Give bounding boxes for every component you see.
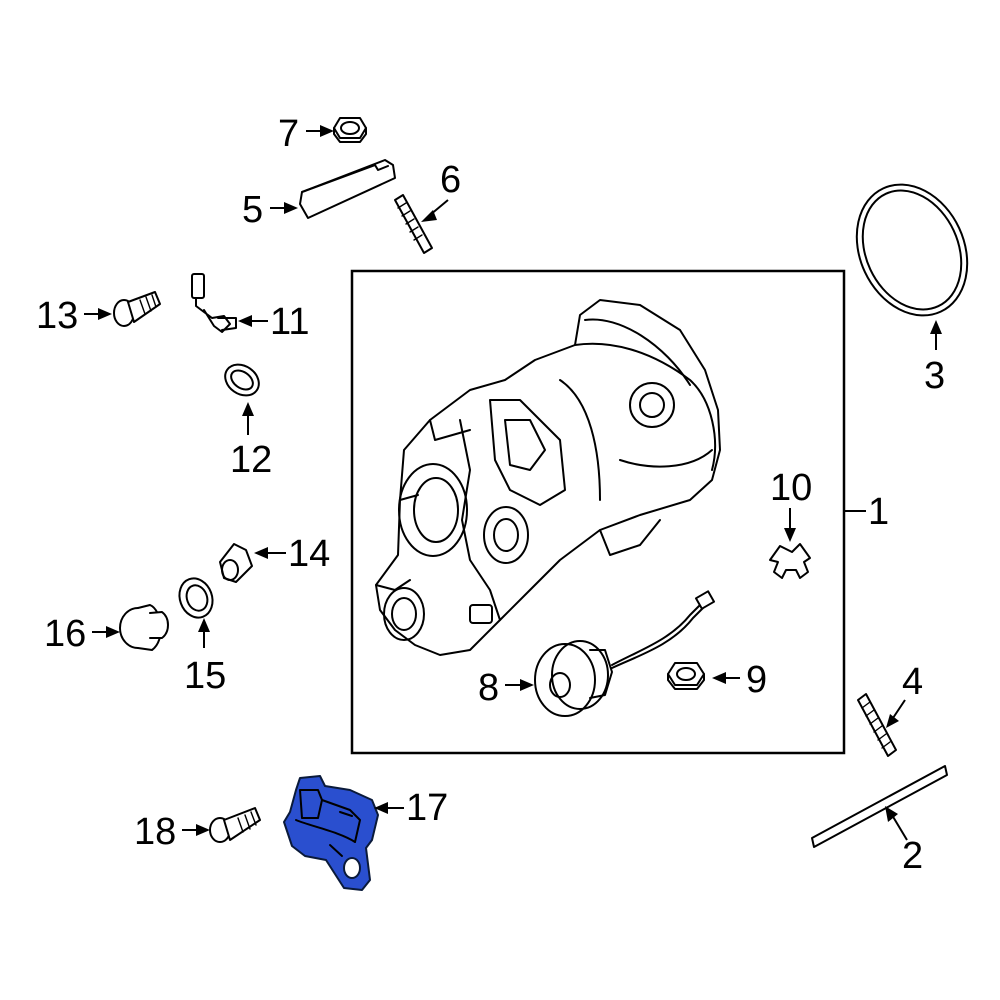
callout-1: 1 xyxy=(868,491,889,533)
part-17-highlighted[interactable] xyxy=(283,775,379,891)
part-9-nut[interactable] xyxy=(667,662,705,690)
part-4-stud[interactable] xyxy=(857,693,897,757)
callout-18: 18 xyxy=(134,811,176,853)
arrowhead-5 xyxy=(284,202,298,214)
arrowhead-11 xyxy=(238,315,252,327)
callout-7: 7 xyxy=(278,113,299,155)
callout-13: 13 xyxy=(36,295,78,337)
arrowhead-6 xyxy=(421,210,437,222)
callout-4: 4 xyxy=(902,661,923,703)
part-12-washer[interactable] xyxy=(219,358,265,402)
arrowhead-10 xyxy=(784,528,796,542)
part-10-clip[interactable] xyxy=(769,543,811,579)
callout-9: 9 xyxy=(746,659,767,701)
part-13-bolt[interactable] xyxy=(113,291,161,327)
arrowhead-17 xyxy=(374,802,388,814)
part-14-fitting[interactable] xyxy=(219,543,253,583)
arrowhead-7 xyxy=(320,125,334,137)
arrowhead-14 xyxy=(254,547,268,559)
arrowhead-12 xyxy=(242,402,254,416)
arrowhead-9 xyxy=(712,672,726,684)
part-6-stud[interactable] xyxy=(394,194,433,254)
part-11-sensor[interactable] xyxy=(191,273,237,333)
arrowhead-2 xyxy=(885,806,898,822)
arrowhead-15 xyxy=(198,618,210,632)
callout-6: 6 xyxy=(440,159,461,201)
callout-15: 15 xyxy=(184,655,226,697)
callout-16: 16 xyxy=(44,613,86,655)
callout-2: 2 xyxy=(902,835,923,877)
arrowhead-16 xyxy=(106,626,120,638)
callout-12: 12 xyxy=(230,439,272,481)
part-1-housing[interactable] xyxy=(375,299,721,656)
part-3-oring[interactable] xyxy=(836,166,988,333)
callout-5: 5 xyxy=(242,189,263,231)
callout-14: 14 xyxy=(288,533,330,575)
callout-17: 17 xyxy=(406,787,448,829)
part-7-nut[interactable] xyxy=(333,117,367,143)
leader-2 xyxy=(891,814,908,841)
part-16-plug[interactable] xyxy=(119,604,169,651)
arrowhead-8 xyxy=(520,679,534,691)
callout-10: 10 xyxy=(770,467,812,509)
leader-4 xyxy=(892,699,906,719)
arrowhead-13 xyxy=(98,308,112,320)
callout-11: 11 xyxy=(270,301,309,343)
callout-3: 3 xyxy=(924,355,945,397)
arrowhead-3 xyxy=(930,320,942,334)
callout-8: 8 xyxy=(478,667,499,709)
part-8-actuator[interactable] xyxy=(534,590,716,717)
part-5-bracket[interactable] xyxy=(299,159,396,219)
part-2-strip[interactable] xyxy=(811,765,948,848)
part-15-washer[interactable] xyxy=(174,574,218,623)
arrowhead-18 xyxy=(196,824,210,836)
arrowhead-4 xyxy=(886,714,899,728)
part-18-bolt[interactable] xyxy=(209,807,261,843)
